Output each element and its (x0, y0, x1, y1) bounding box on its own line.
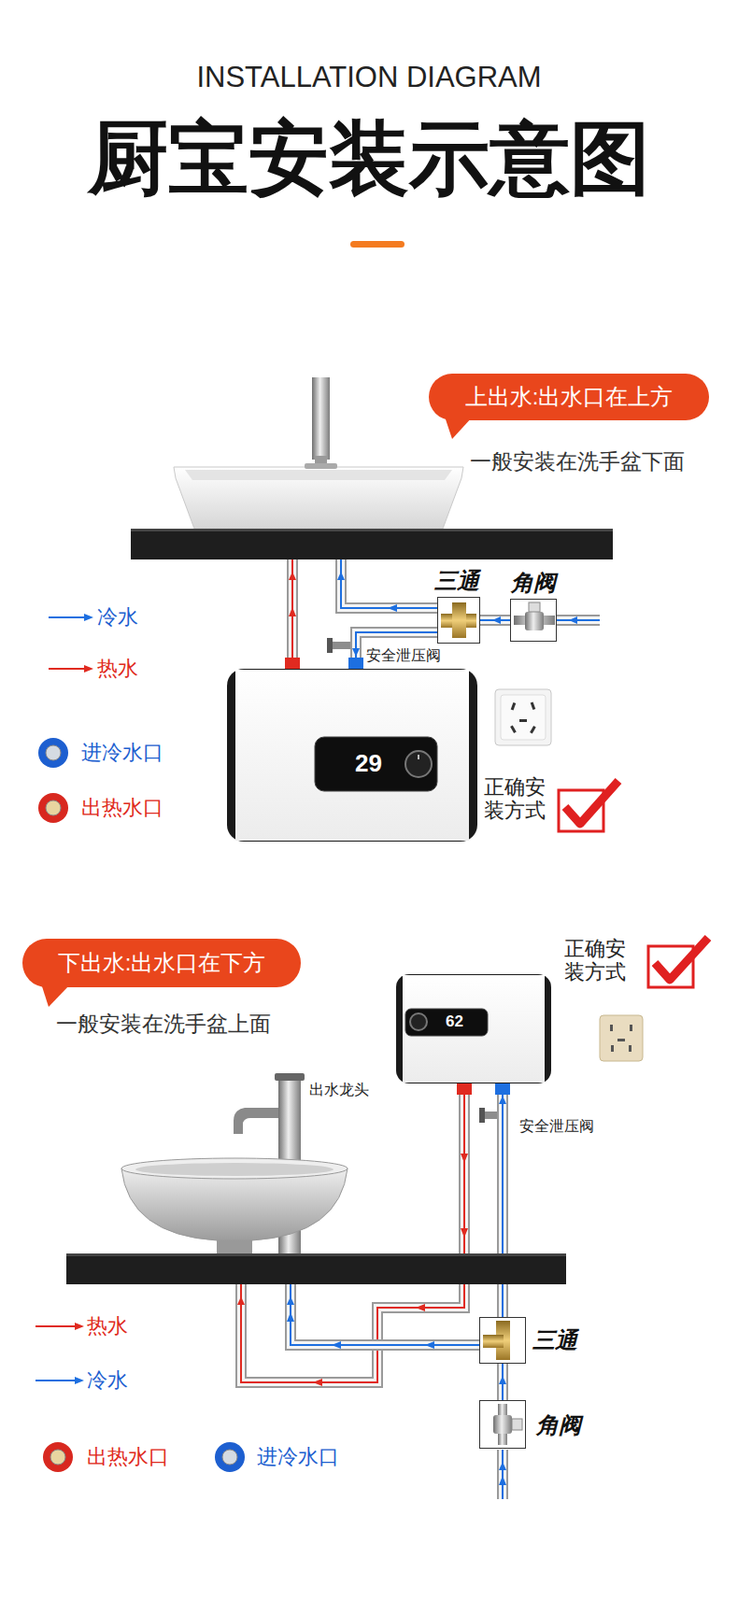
pipe-inner (480, 616, 511, 625)
legend-text: 热水 (86, 1314, 128, 1339)
fittings-top (440, 602, 555, 639)
check-mark (648, 937, 709, 988)
sink-bottom-mount (66, 1073, 567, 1285)
callout-bubble: 上出水:出水口在上方 (428, 373, 710, 421)
water-heater-top (227, 638, 478, 842)
fitting-label: 三通 (532, 1327, 578, 1355)
socket (599, 1015, 643, 1062)
water-heater: 62 (396, 974, 552, 1084)
tee-fitting: 三通 (437, 596, 481, 644)
bubble-text: 上出水:出水口在上方 (465, 383, 674, 412)
display-reading: 29 (354, 749, 383, 779)
legend-text: 热水 (97, 656, 139, 682)
legend-text: 出热水口 (86, 1445, 170, 1470)
angle-valve: 角阀 (510, 598, 557, 642)
pipe-outer (496, 1363, 509, 1401)
legend-text: 冷水 (97, 605, 139, 630)
tee-fitting: 三通 (479, 1317, 526, 1364)
pipe-connector (480, 620, 511, 622)
note-text: 一般安装在洗手盆下面 (469, 449, 685, 476)
valve-label: 安全泄压阀 (519, 1117, 595, 1136)
flow-line (501, 1363, 504, 1401)
faucet-label: 出水龙头 (309, 1080, 369, 1099)
fittings-bottom (482, 1320, 523, 1446)
angle-valve: 角阀 (479, 1400, 526, 1449)
flow-line (480, 619, 511, 622)
legend-text: 进冷水口 (81, 740, 164, 766)
callout-tails (41, 416, 473, 1008)
valve-label: 安全泄压阀 (366, 646, 441, 665)
pipe-connector (502, 1363, 504, 1401)
legend-samples (35, 613, 245, 1473)
check-label: 正确安装方式 (483, 775, 550, 824)
fitting-label: 角阀 (510, 569, 556, 597)
check-label: 正确安装方式 (564, 936, 630, 985)
pipe-inner (498, 1363, 507, 1401)
pipe-outer (480, 614, 511, 626)
english-heading: INSTALLATION DIAGRAM (0, 59, 738, 95)
legend-text: 出热水口 (81, 795, 164, 821)
fitting-label: 角阀 (536, 1412, 582, 1440)
socket (495, 689, 552, 746)
water-heater: 29 (227, 668, 478, 842)
note-text: 一般安装在洗手盆上面 (56, 1011, 271, 1038)
main-title: 厨宝安装示意图 (0, 110, 738, 207)
fitting-label: 三通 (434, 567, 480, 596)
accent-bar (350, 241, 405, 248)
check-mark (558, 780, 619, 832)
display-reading: 62 (445, 1012, 464, 1032)
water-heater-bottom (396, 974, 552, 1123)
legend-text: 冷水 (86, 1368, 128, 1393)
bubble-text: 下出水:出水口在下方 (57, 950, 267, 978)
legend-text: 进冷水口 (256, 1445, 340, 1470)
callout-bubble: 下出水:出水口在下方 (22, 938, 301, 988)
